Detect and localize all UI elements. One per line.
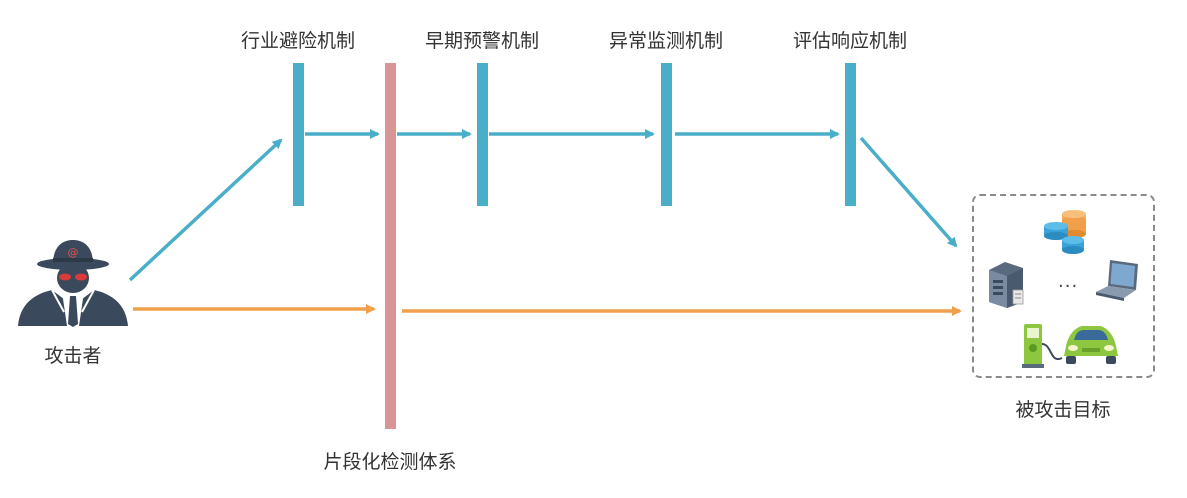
- detection-system-label: 片段化检测体系: [323, 451, 457, 473]
- mechanism-bar-industry-risk-avoidance: [293, 63, 304, 206]
- svg-text:@: @: [68, 246, 79, 259]
- target-box: [972, 194, 1155, 378]
- target-ellipsis: ···: [1058, 276, 1079, 297]
- database-icon: [1044, 210, 1086, 254]
- server-icon: [989, 262, 1024, 308]
- mechanism-label-anomaly-monitoring: 异常监测机制: [608, 30, 724, 52]
- laptop-icon: [1096, 260, 1138, 301]
- mechanism-label-early-warning: 早期预警机制: [424, 30, 540, 52]
- mechanism-label-industry-risk-avoidance: 行业避险机制: [240, 30, 356, 52]
- mechanism-bar-assessment-response: [845, 63, 856, 206]
- attacker-label: 攻击者: [44, 345, 102, 367]
- target-label: 被攻击目标: [1015, 399, 1111, 421]
- arrow-assessment-to-target: [859, 136, 958, 248]
- mechanism-bar-anomaly-monitoring: [661, 63, 672, 206]
- charging-station-icon: [1022, 324, 1063, 368]
- mechanism-bar-early-warning: [477, 63, 488, 206]
- mechanism-label-assessment-response: 评估响应机制: [792, 30, 908, 52]
- arrow-attacker-to-industry: [128, 138, 283, 282]
- detection-system-bar: [385, 63, 396, 429]
- car-icon: [1064, 326, 1118, 364]
- hacker-icon: @: [18, 240, 128, 327]
